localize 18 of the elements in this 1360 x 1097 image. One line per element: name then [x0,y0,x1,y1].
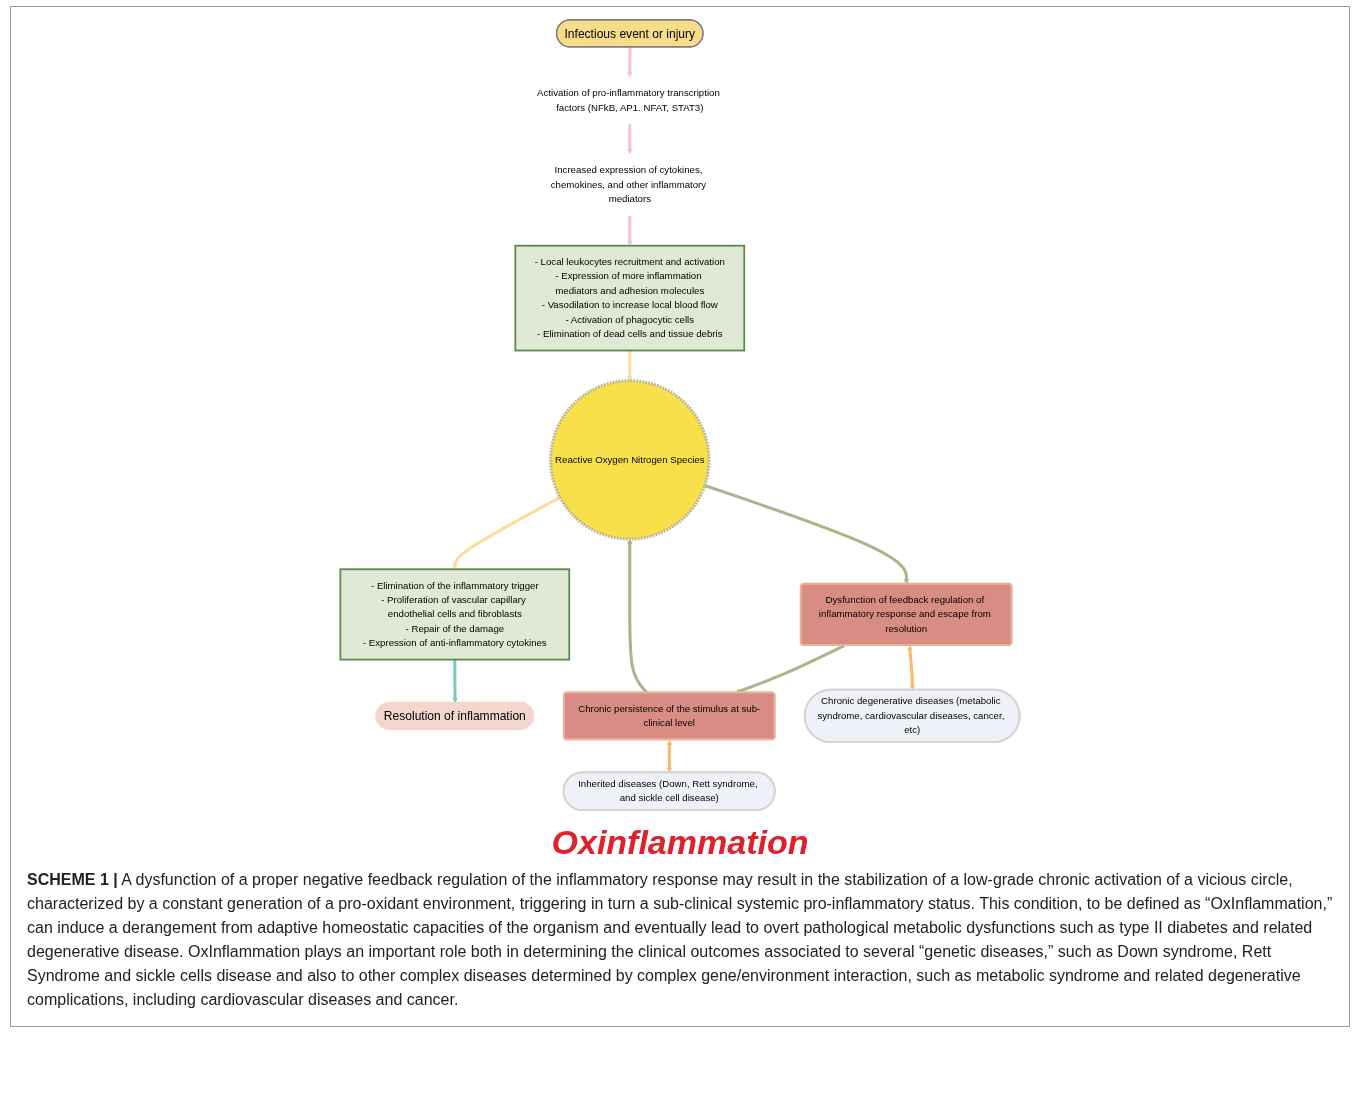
arrow [735,644,846,694]
arrow [452,496,561,570]
node-box: - Elimination of the inflammatory trigger - Proliferation of vascular capillary endothelial cells and fibroblasts - Repair of the damage - Expression of anti-inflammatory cytokines [339,568,571,661]
caption: SCHEME 1 | A dysfunction of a proper negative feedback regulation of the inflammatory response may result in the stabilization of a low-grade chronic activation of a vicious circle, characterized by a constant generation of a pro-oxidant environment, triggering in turn a sub-clinical systemic pro-inflammatory status. This condition, to be defined as “OxInflammation,” can induce a derangement from adaptive homeostatic capacities of the organism and eventually lead to overt pathological metabolic dysfunctions such as type II diabetes and related degenerative disease. OxInflammation plays an important role both in determining the clinical outcomes associated to several “genetic diseases,” such as Down syndrome, Rett Syndrome and sickle cells disease and also to other complex diseases determined by complex gene/environment interaction, such as metabolic syndrome and related degenerative complications, including cardiovascular diseases and cancer. [27,870,1333,1010]
node-box: - Local leukocytes recruitment and activation - Expression of more inflammation mediators and adhesion molecules - Vasodilation to increase local blood flow - Activation of phagocytic cells - Elimination of dead cells and tissue debris [514,244,746,352]
node-text: Activation of pro-inflammatory transcription factors (NFkB, AP1. NFAT, STAT3) [537,87,720,113]
node-circle: Reactive Oxygen Nitrogen Species [549,379,711,541]
arrow [627,215,633,246]
arrow [907,645,916,691]
arrow [627,47,633,78]
arrow [666,739,673,773]
arrow [627,538,649,694]
node-text: Increased expression of cytokines, chemokines, and other inflammatory mediators [550,164,707,205]
arrow [704,484,910,585]
arrow [452,659,458,703]
arrow [627,350,633,381]
arrow [627,124,633,155]
diagram-heading: Oxinflammation [550,823,810,862]
